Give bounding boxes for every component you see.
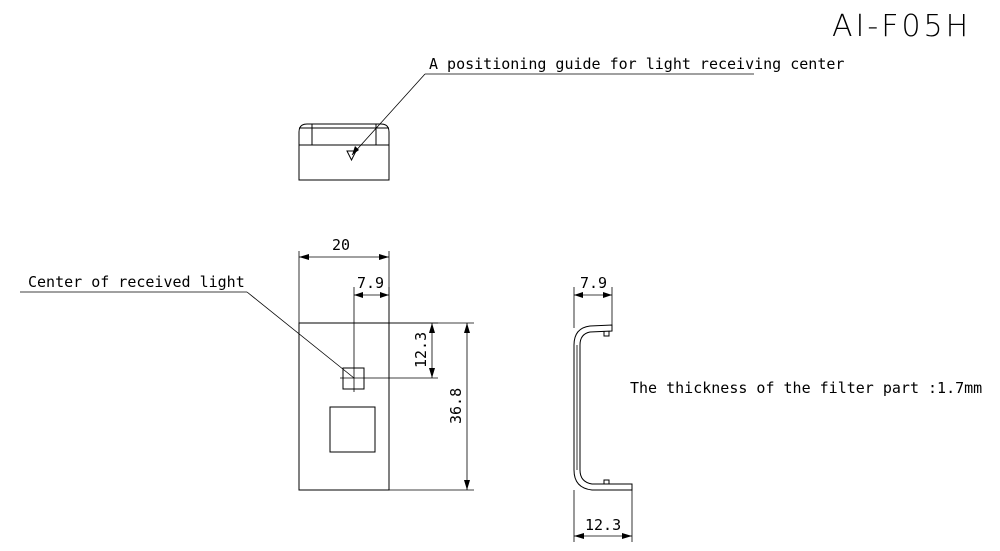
dim-front-center-x [354,287,390,323]
dim-front-width-label: 20 [332,236,350,254]
center-light-leader [20,291,355,379]
thickness-note: The thickness of the filter part :1.7mm [630,379,982,397]
side-view [573,324,633,491]
dim-front-center-x-label: 7.9 [357,274,384,292]
front-view [298,287,438,491]
dim-front-center-y-label: 12.3 [412,332,430,368]
dim-side-top [573,287,613,328]
model-title: AI-F05H [832,9,971,44]
dim-side-bottom-label: 12.3 [585,516,621,534]
dim-front-height-label: 36.8 [447,388,465,424]
guide-mark-icon [346,150,357,162]
dim-side-top-label: 7.9 [580,274,607,292]
dim-front-height [389,322,474,491]
positioning-guide-leader [351,73,754,156]
center-light-label: Center of received light [28,273,245,291]
light-center-square [342,367,365,390]
filter-window [329,406,376,453]
dim-side-bottom [573,490,633,542]
positioning-guide-label: A positioning guide for light receiving … [429,55,844,73]
top-view [298,123,390,181]
